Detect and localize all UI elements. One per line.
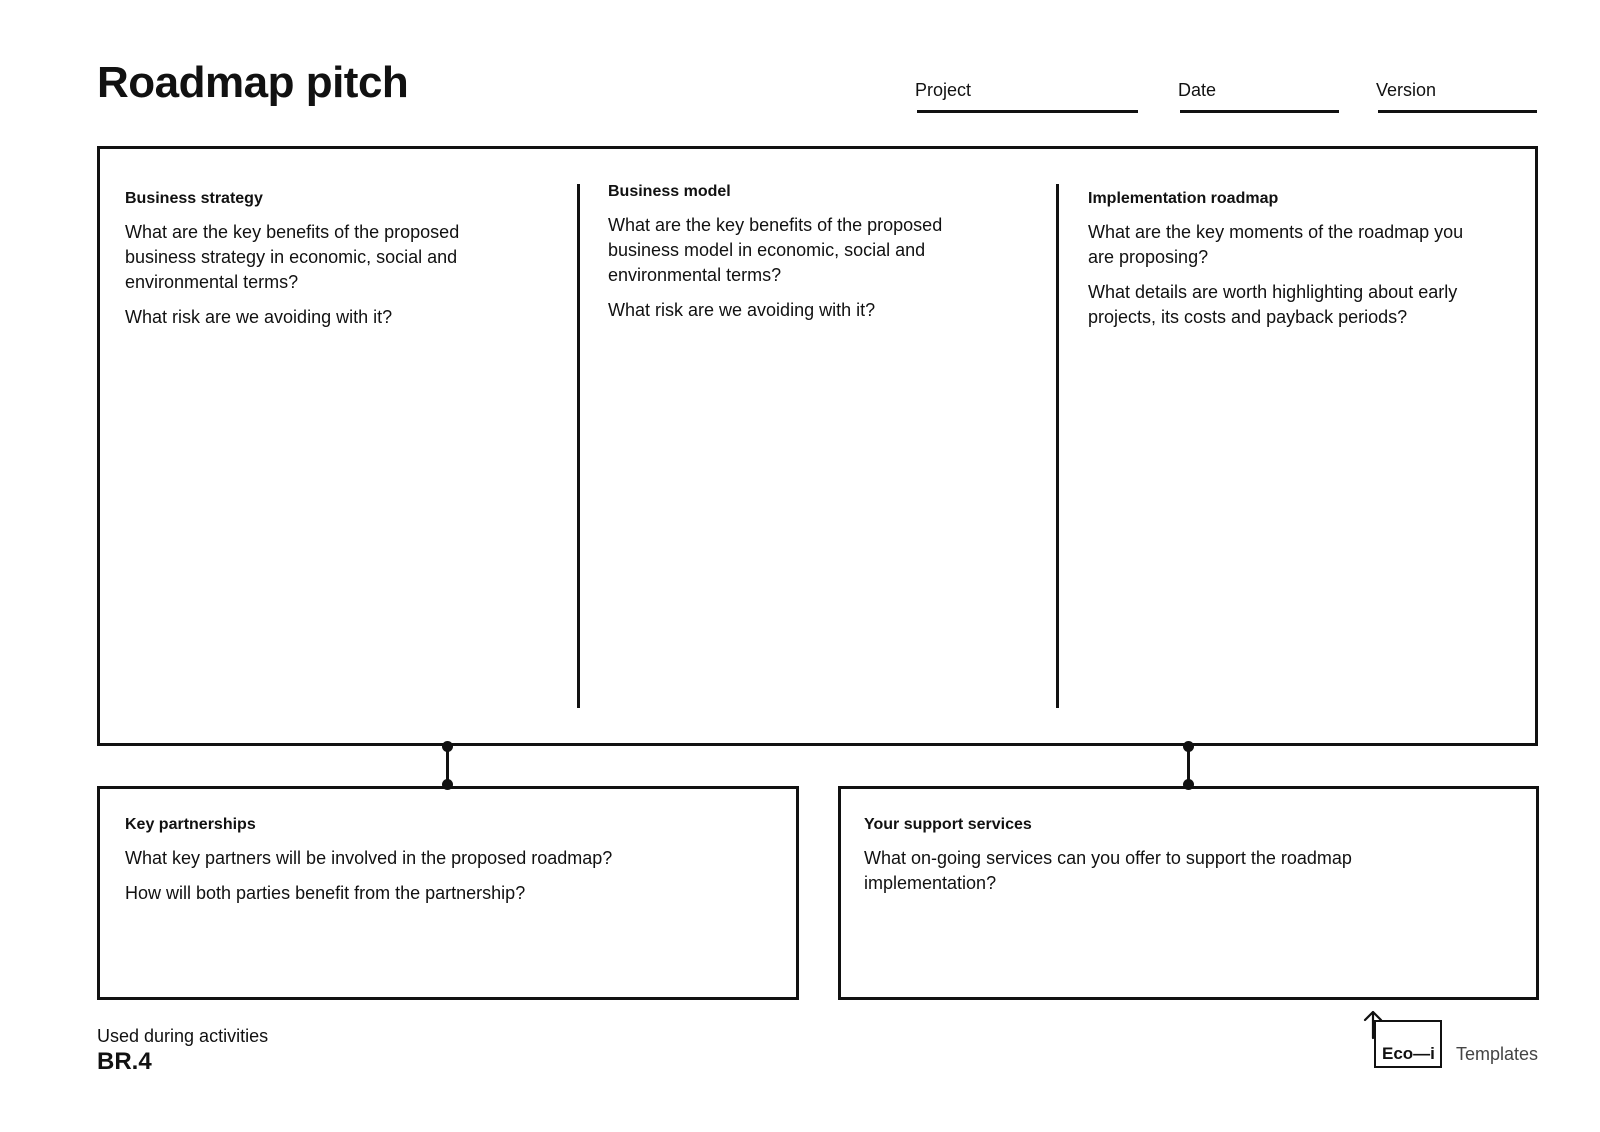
version-field[interactable]: Version — [1376, 80, 1537, 113]
section-question: What risk are we avoiding with it? — [608, 300, 876, 320]
connector-dot — [1183, 741, 1194, 752]
section-question: How will both parties benefit from the p… — [125, 883, 526, 903]
eco-i-logo: Eco—i — [1363, 1010, 1442, 1068]
section-business-strategy[interactable]: Business strategy What are the key benef… — [125, 190, 475, 340]
section-title: Business model — [608, 183, 731, 200]
project-underline — [917, 110, 1138, 113]
date-underline — [1180, 110, 1339, 113]
support-services-frame — [838, 786, 1539, 1000]
connector-dot — [442, 741, 453, 752]
date-label: Date — [1178, 80, 1217, 100]
connector-dot — [442, 779, 453, 790]
section-support-services[interactable]: Your support services What on-going serv… — [864, 816, 1384, 906]
section-key-partnerships[interactable]: Key partnerships What key partners will … — [125, 816, 745, 916]
section-business-model[interactable]: Business model What are the key benefits… — [608, 183, 958, 333]
templates-label: Templates — [1456, 1044, 1539, 1064]
main-canvas-frame — [97, 146, 1538, 746]
project-label: Project — [915, 80, 972, 100]
section-question: What are the key benefits of the propose… — [608, 215, 943, 285]
connector-left — [446, 746, 449, 786]
section-title: Business strategy — [125, 190, 263, 207]
section-question: What are the key benefits of the propose… — [125, 222, 460, 292]
activity-code: BR.4 — [97, 1048, 152, 1075]
key-partnerships-frame — [97, 786, 799, 1000]
section-question: What key partners will be involved in th… — [125, 848, 613, 868]
section-title: Implementation roadmap — [1088, 190, 1279, 207]
section-question: What risk are we avoiding with it? — [125, 307, 393, 327]
connector-dot — [1183, 779, 1194, 790]
arrow-up-icon — [1363, 1010, 1383, 1040]
project-field[interactable]: Project — [915, 80, 1138, 113]
logo-text: Eco—i — [1382, 1044, 1435, 1063]
section-question: What on-going services can you offer to … — [864, 848, 1352, 893]
column-divider-1 — [577, 184, 580, 708]
column-divider-2 — [1056, 184, 1059, 708]
connector-right — [1187, 746, 1190, 786]
version-label: Version — [1376, 80, 1437, 100]
version-underline — [1378, 110, 1537, 113]
section-implementation-roadmap[interactable]: Implementation roadmap What are the key … — [1088, 190, 1478, 340]
page-title: Roadmap pitch — [97, 58, 409, 107]
date-field[interactable]: Date — [1178, 80, 1339, 113]
section-title: Key partnerships — [125, 816, 256, 833]
section-question: What are the key moments of the roadmap … — [1088, 222, 1464, 267]
used-during-label: Used during activities — [97, 1026, 269, 1046]
section-question: What details are worth highlighting abou… — [1088, 282, 1458, 327]
section-title: Your support services — [864, 816, 1032, 833]
